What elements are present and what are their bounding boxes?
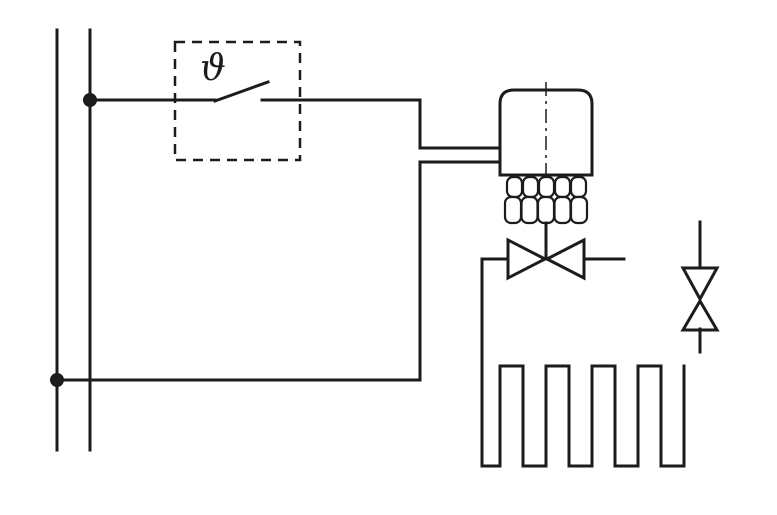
nut-cell <box>569 175 588 199</box>
actuator-union-nut <box>503 175 589 225</box>
two-way-valve <box>480 237 626 281</box>
nut-cell <box>537 175 556 199</box>
actuator <box>498 82 594 261</box>
coil-path <box>480 257 686 468</box>
lockshield-valve <box>680 220 720 354</box>
switch-blade <box>213 80 270 103</box>
nut-cell <box>503 195 523 225</box>
wire-neutral <box>55 160 502 382</box>
nut-cell <box>520 195 539 225</box>
actuator-body <box>498 88 594 177</box>
lockshield-triangle-top <box>680 266 720 303</box>
heating-coil <box>480 257 686 468</box>
control-wiring <box>55 98 502 382</box>
nut-cell <box>521 175 540 199</box>
wire-live-out <box>260 98 502 150</box>
thermostat-symbol: ϑ <box>200 48 226 89</box>
nut-cell <box>569 195 589 225</box>
nut-cell <box>553 175 572 199</box>
power-supply-lines <box>50 28 97 452</box>
valve-triangle-left <box>506 237 549 281</box>
lockshield-triangle-bottom <box>680 298 720 332</box>
nut-cell <box>505 175 524 199</box>
valve-triangle-right <box>543 237 586 281</box>
nut-cell <box>553 195 572 225</box>
nut-cell <box>536 195 556 225</box>
